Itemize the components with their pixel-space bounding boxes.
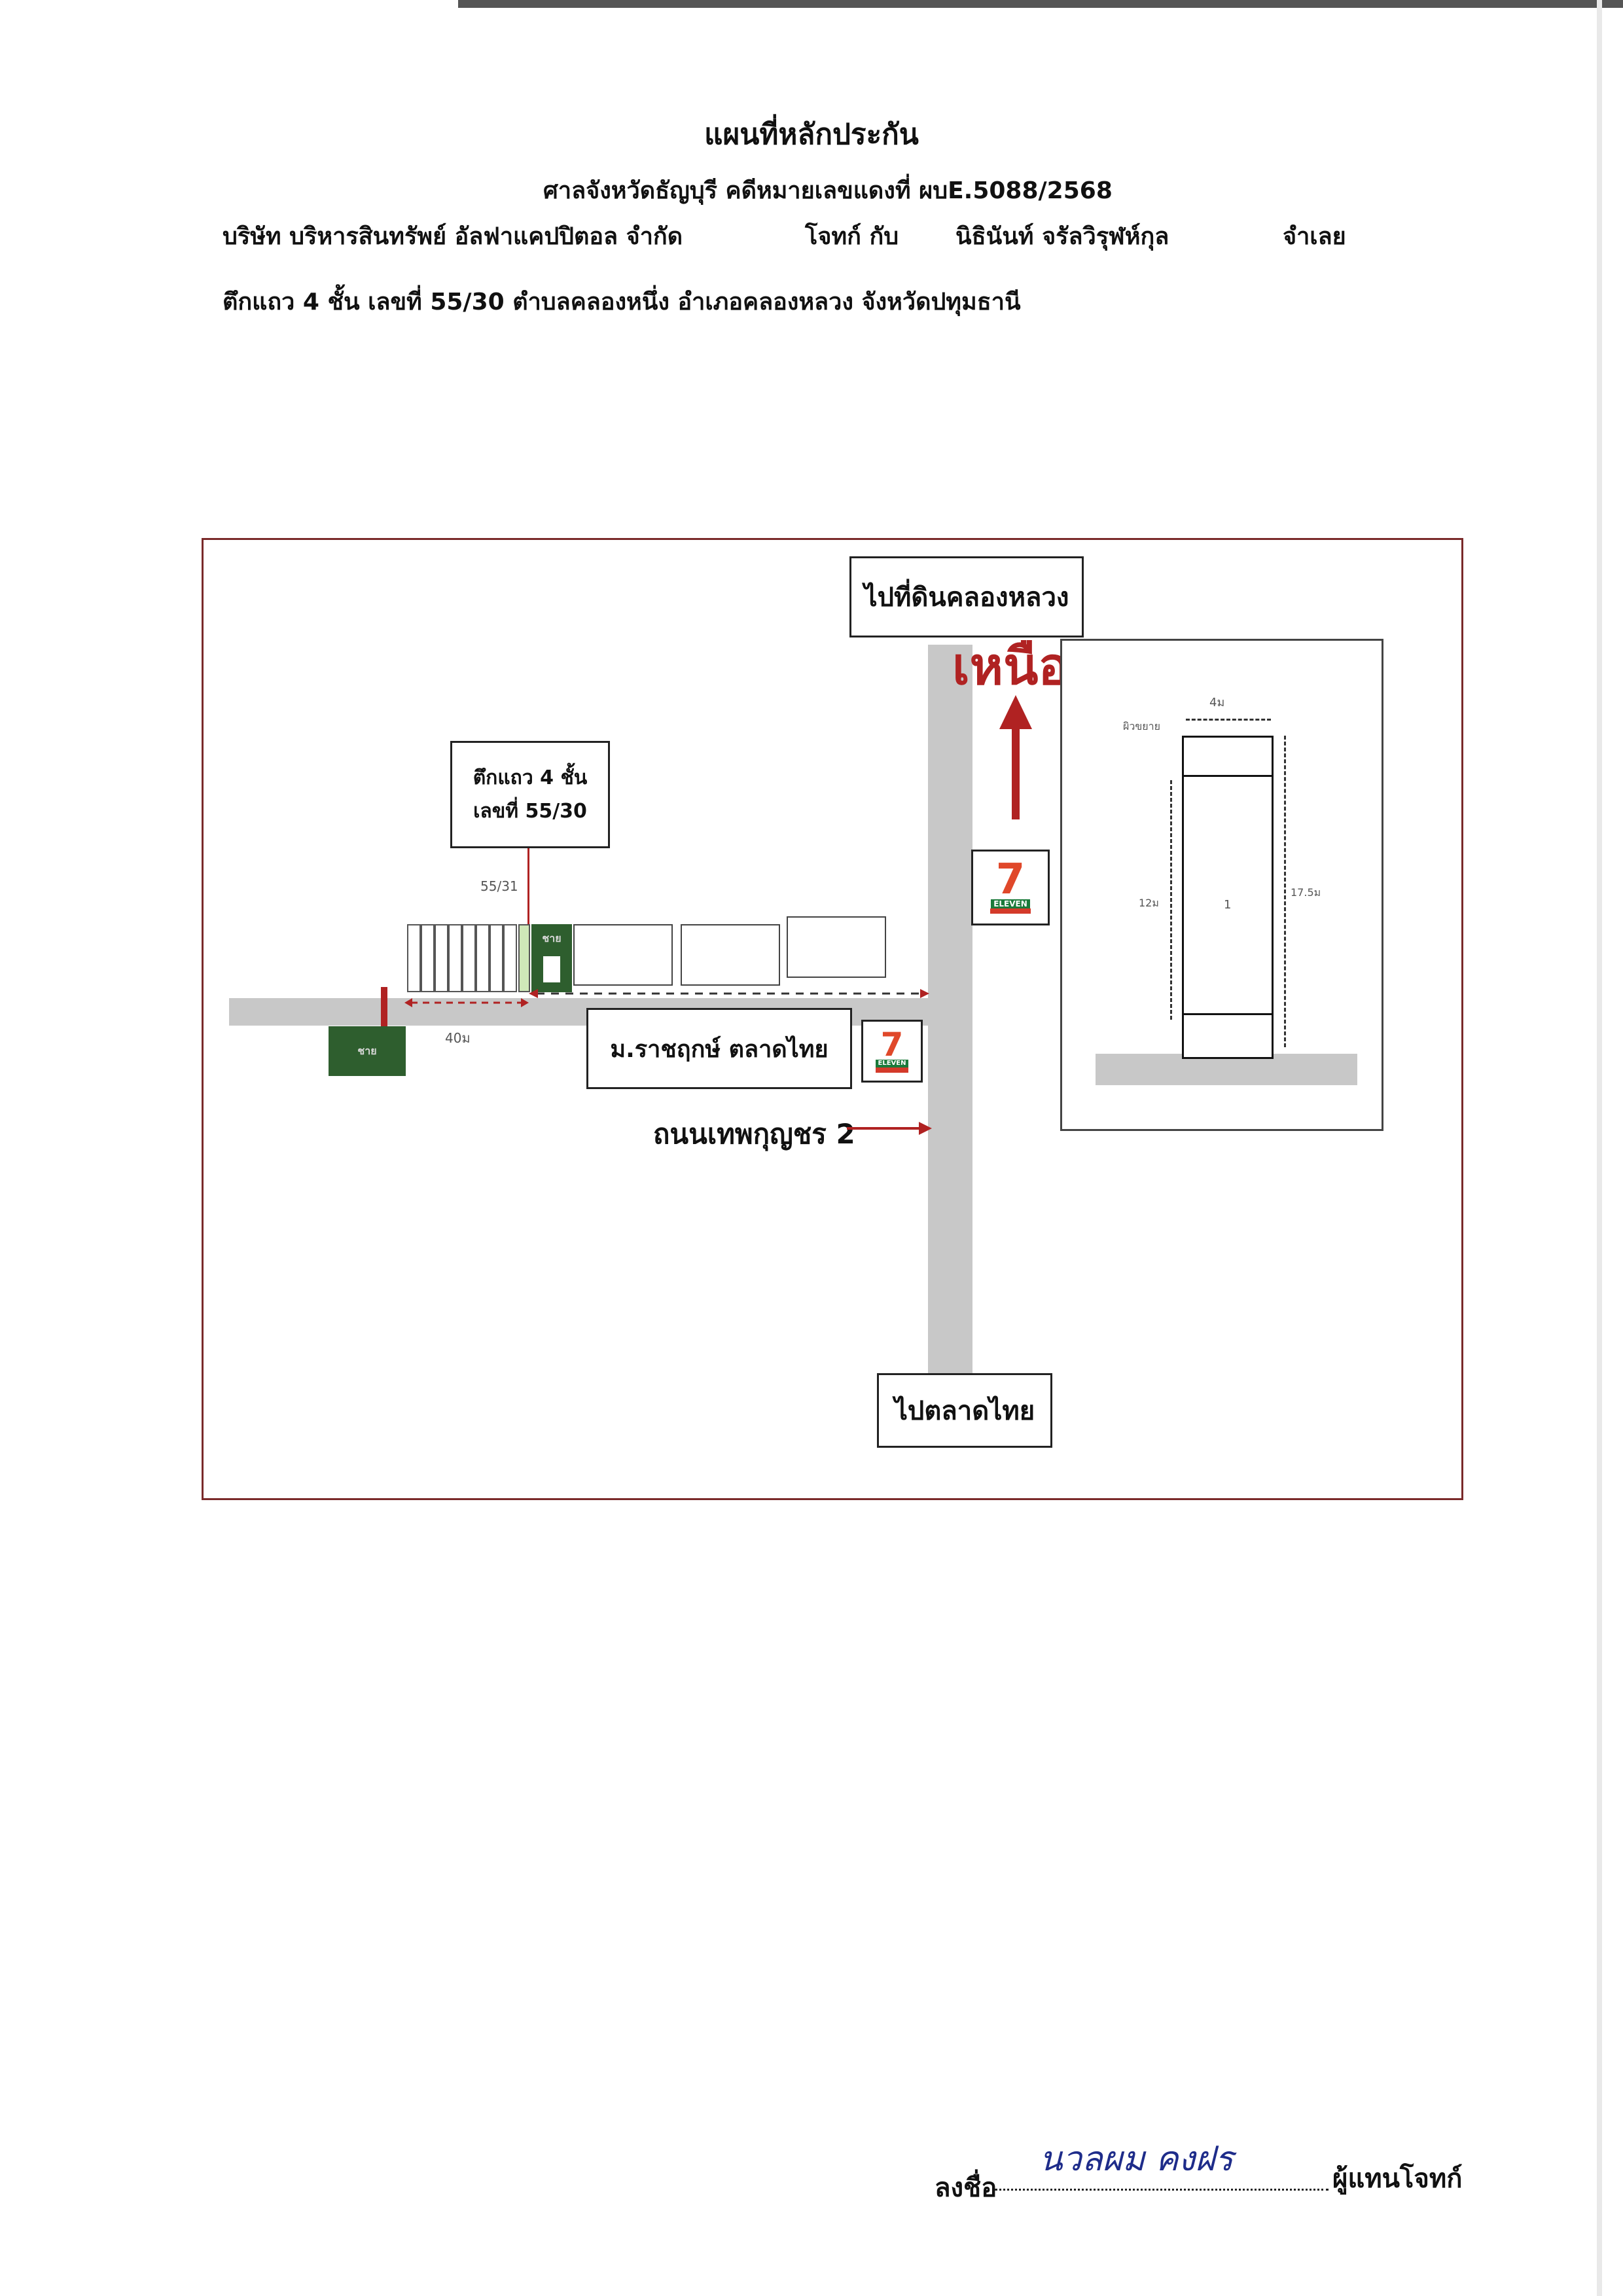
building-callout-type: ตึกแถว 4 ชั้น — [473, 766, 588, 789]
to-north-box: ไปที่ดินคลองหลวง — [849, 556, 1084, 637]
seven-eleven-text: ELEVEN — [991, 899, 1030, 908]
seven-eleven-logo-icon: 7 ELEVEN — [861, 1020, 923, 1083]
signature-label: ลงชื่อ — [935, 2173, 997, 2203]
shophouse-unit — [490, 924, 503, 992]
shop-building — [573, 924, 673, 986]
building-callout-number: เลขที่ 55/30 — [473, 800, 587, 823]
shop-building — [681, 924, 780, 986]
seven-eleven-stripe — [990, 908, 1031, 914]
soi-marker-post — [381, 987, 387, 1031]
plan-depth-right-dimension — [1284, 736, 1286, 1047]
main-road-vertical — [928, 645, 972, 1381]
shophouse-unit — [448, 924, 462, 992]
seven-eleven-number: 7 — [995, 855, 1026, 905]
subject-property-unit — [518, 924, 530, 992]
plaintiff-name: บริษัท บริหารสินทรัพย์ อัลฟาแคปปิตอล จำก… — [223, 223, 683, 250]
building-callout-box: ตึกแถว 4 ชั้น เลขที่ 55/30 — [450, 741, 610, 848]
handwritten-signature: นวลผม คงฝร — [1039, 2140, 1234, 2179]
signature-line — [995, 2189, 1329, 2191]
village-label-box: ม.ราชฤกษ์ ตลาดไทย — [586, 1008, 852, 1089]
callout-leader-line — [527, 848, 529, 925]
shophouse-unit — [476, 924, 490, 992]
seven-eleven-text: ELEVEN — [875, 1059, 909, 1067]
shophouse-unit — [435, 924, 448, 992]
neighbor-house-number: 55/31 — [480, 878, 518, 894]
plan-unit-number: 1 — [1224, 898, 1232, 912]
shophouse-row — [407, 924, 517, 992]
seven-eleven-logo-icon: 7 ELEVEN — [971, 850, 1050, 925]
north-arrow-icon — [999, 695, 1032, 819]
defendant-name: นิธินันท์ จรัลวิรุฬห์กุล — [955, 223, 1169, 250]
shophouse-unit — [407, 924, 421, 992]
property-description: ตึกแถว 4 ชั้น เลขที่ 55/30 ตำบลคลองหนึ่ง… — [223, 289, 1021, 315]
shophouse-unit — [421, 924, 435, 992]
plan-width-dimension — [1186, 719, 1271, 721]
shop-building — [787, 916, 886, 978]
distance-arrow-right — [529, 989, 929, 998]
plan-inner-line-bottom — [1182, 1013, 1274, 1015]
plaintiff-role: โจทก์ กับ — [805, 223, 899, 250]
distance-arrow-left — [404, 998, 529, 1007]
distance-label: 40ม — [445, 1030, 471, 1046]
document-title: แผนที่หลักประกัน — [704, 118, 919, 151]
plan-width-label: 4ม — [1209, 696, 1225, 709]
road-name-label: ถนนเทพกุญชร 2 — [653, 1118, 855, 1150]
shophouse-unit — [503, 924, 517, 992]
plan-building-outline — [1182, 736, 1274, 1059]
plan-road — [1096, 1054, 1357, 1085]
green-building-door — [543, 956, 560, 982]
scan-top-edge — [458, 0, 1623, 8]
plan-front-label: ผิวขยาย — [1123, 720, 1161, 732]
plan-inner-line-top — [1182, 775, 1274, 777]
scan-right-edge — [1597, 0, 1602, 2296]
shophouse-unit — [462, 924, 476, 992]
plan-depth-left-dimension — [1170, 780, 1172, 1020]
green-tag-box: ชาย — [329, 1026, 406, 1076]
to-south-box: ไปตลาดไทย — [877, 1373, 1052, 1448]
court-case-line: ศาลจังหวัดธัญบุรี คดีหมายเลขแดงที่ ผบE.5… — [543, 177, 1113, 204]
road-pointer-arrow-icon — [847, 1122, 932, 1135]
north-label: เหนือ — [952, 637, 1069, 696]
green-building-label: ชาย — [542, 932, 562, 944]
signatory-role: ผู้แทนโจทก์ — [1332, 2164, 1463, 2194]
plan-depth-right-label: 17.5ม — [1291, 886, 1321, 899]
map-frame — [202, 538, 1463, 1500]
defendant-role: จำเลย — [1283, 223, 1346, 250]
plan-depth-left-label: 12ม — [1139, 897, 1159, 909]
seven-eleven-number: 7 — [880, 1025, 904, 1064]
green-building: ชาย — [531, 924, 572, 992]
seven-eleven-stripe — [876, 1067, 908, 1073]
